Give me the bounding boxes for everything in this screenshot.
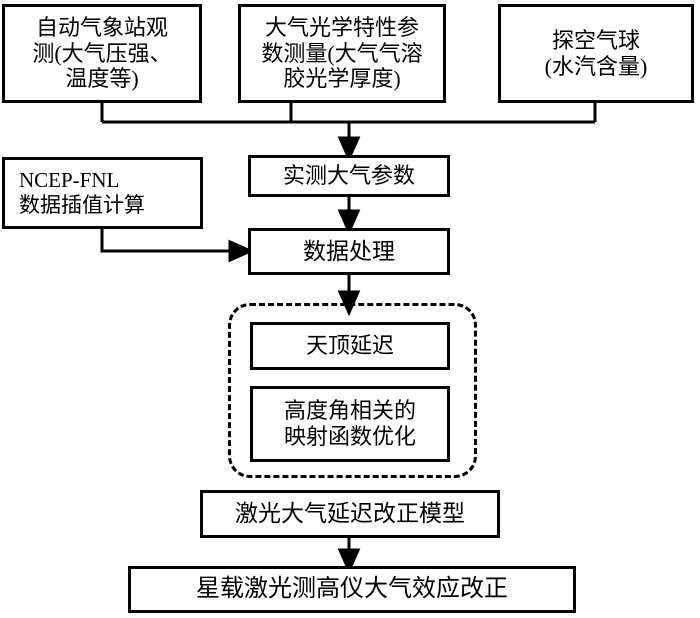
node-radiosonde[interactable]: 探空气球 (水汽含量) — [498, 4, 694, 103]
node-data-processing-label: 数据处理 — [303, 238, 395, 264]
node-weather-station[interactable]: 自动气象站观 测(大气压强、 温度等) — [2, 4, 202, 103]
node-mapping-function-optimization[interactable]: 高度角相关的 映射函数优化 — [250, 386, 450, 462]
node-optical-params[interactable]: 大气光学特性参 数测量(大气气溶 胶光学厚度) — [238, 4, 446, 103]
node-delay-model-label: 激光大气延迟改正模型 — [235, 501, 465, 527]
node-ncep-fnl[interactable]: NCEP-FNL 数据插值计算 — [2, 157, 203, 229]
node-zenith-delay-label: 天顶延迟 — [305, 333, 394, 359]
node-mapping-func-label: 高度角相关的 映射函数优化 — [283, 398, 416, 449]
node-optical-params-label: 大气光学特性参 数测量(大气气溶 胶光学厚度) — [261, 14, 423, 92]
arrow-sources-to-measured-params — [100, 103, 597, 163]
arrow-ncep-to-data-processing — [100, 229, 255, 263]
node-measured-atmospheric-parameters[interactable]: 实测大气参数 — [248, 155, 450, 197]
node-weather-station-label: 自动气象站观 测(大气压强、 温度等) — [32, 14, 172, 92]
node-data-processing[interactable]: 数据处理 — [248, 228, 450, 275]
node-final-atmospheric-effect-correction[interactable]: 星载激光测高仪大气效应改正 — [128, 566, 576, 613]
node-zenith-delay[interactable]: 天顶延迟 — [250, 322, 450, 370]
node-laser-atmospheric-delay-model[interactable]: 激光大气延迟改正模型 — [200, 490, 500, 538]
node-ncep-fnl-label: NCEP-FNL 数据插值计算 — [19, 168, 145, 217]
node-measured-params-label: 实测大气参数 — [282, 163, 415, 189]
node-radiosonde-label: 探空气球 (水汽含量) — [544, 27, 648, 79]
node-final-correction-label: 星载激光测高仪大气效应改正 — [196, 576, 508, 603]
